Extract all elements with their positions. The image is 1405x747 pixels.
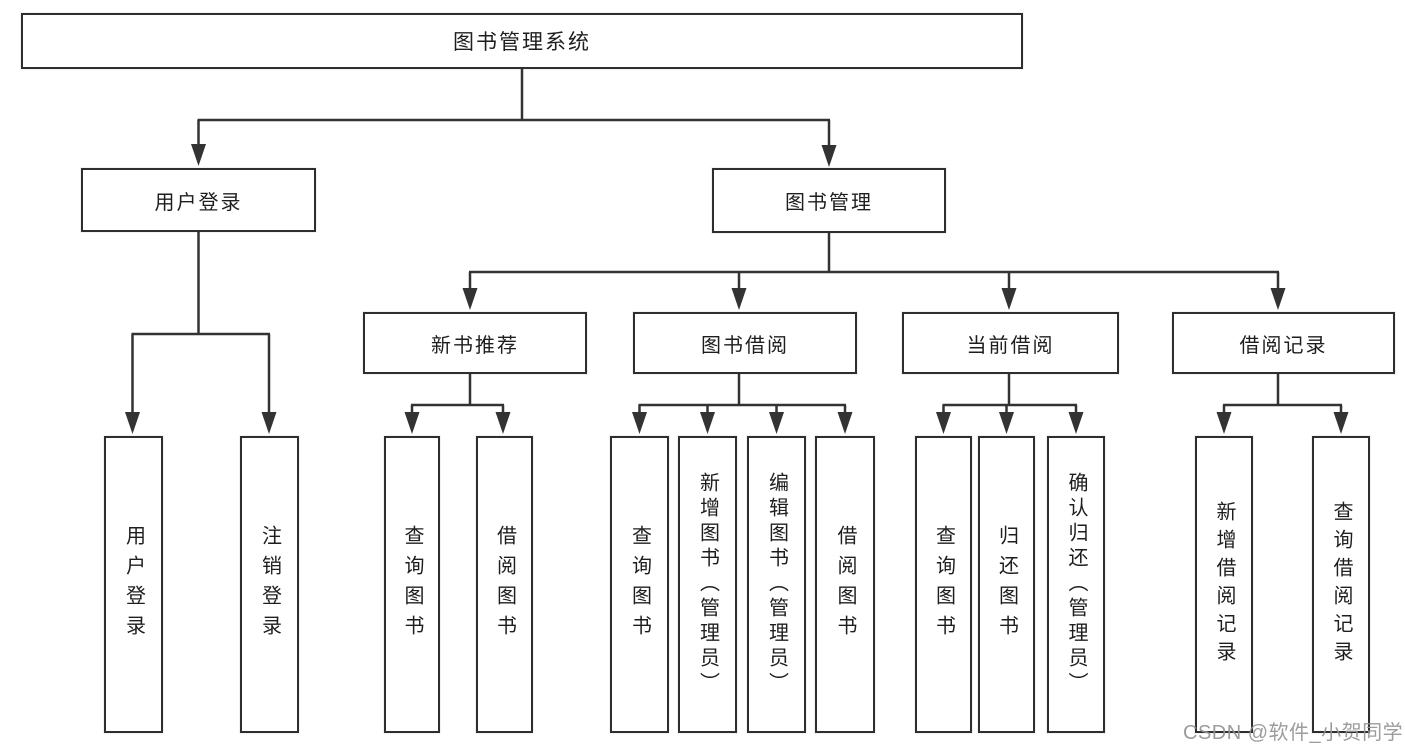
node-user-login: 用户登录 [81,168,316,232]
leaf-confirm-return-admin-label: 确认归还（管理员） [1065,472,1087,697]
leaf-add-borrowing-record: 新增借阅记录 [1195,436,1253,733]
node-current-borrowing: 当前借阅 [902,312,1119,374]
leaf-edit-books-admin-label: 编辑图书（管理员） [765,472,788,697]
node-root-label: 图书管理系统 [453,31,591,54]
leaf-query-books-current-label: 查询图书 [932,524,955,645]
leaf-logout: 注销登录 [240,436,299,733]
node-book-borrowing: 图书借阅 [633,312,857,374]
leaf-borrow-books-recommend-label: 借阅图书 [493,524,516,645]
leaf-borrow-books-recommend: 借阅图书 [476,436,533,733]
leaf-add-books-admin-label: 新增图书（管理员） [696,472,719,697]
node-book-management: 图书管理 [712,168,946,233]
leaf-return-books-label: 归还图书 [995,524,1018,645]
node-book-borrowing-label: 图书借阅 [701,334,789,357]
leaf-logout-label: 注销登录 [258,524,281,645]
leaf-add-books-admin: 新增图书（管理员） [678,436,737,733]
leaf-query-books-recommend-label: 查询图书 [401,524,423,645]
leaf-return-books: 归还图书 [978,436,1035,733]
node-user-login-label: 用户登录 [154,191,243,214]
leaf-query-borrowing-record-label: 查询借阅记录 [1330,500,1352,669]
leaf-user-login: 用户登录 [104,436,163,733]
leaf-edit-books-admin: 编辑图书（管理员） [747,436,806,733]
node-borrowing-records: 借阅记录 [1172,312,1395,374]
node-borrowing-records-label: 借阅记录 [1239,334,1328,357]
leaf-user-login-label: 用户登录 [122,524,145,645]
node-new-book-recommend: 新书推荐 [363,312,587,374]
leaf-borrow-books-borrowing: 借阅图书 [815,436,875,733]
leaf-query-borrowing-record: 查询借阅记录 [1312,436,1370,733]
node-new-book-recommend-label: 新书推荐 [431,334,519,357]
leaf-confirm-return-admin: 确认归还（管理员） [1047,436,1105,733]
node-current-borrowing-label: 当前借阅 [966,334,1055,357]
leaf-borrow-books-borrowing-label: 借阅图书 [834,524,856,645]
csdn-watermark: CSDN @软件_小贺同学 [1183,722,1404,744]
node-book-management-label: 图书管理 [785,192,873,214]
leaf-query-books-current: 查询图书 [915,436,972,733]
leaf-add-borrowing-record-label: 新增借阅记录 [1213,500,1235,669]
leaf-query-books-borrowing: 查询图书 [610,436,669,733]
leaf-query-books-recommend: 查询图书 [384,436,440,733]
leaf-query-books-borrowing-label: 查询图书 [628,524,651,645]
node-root: 图书管理系统 [21,13,1023,69]
